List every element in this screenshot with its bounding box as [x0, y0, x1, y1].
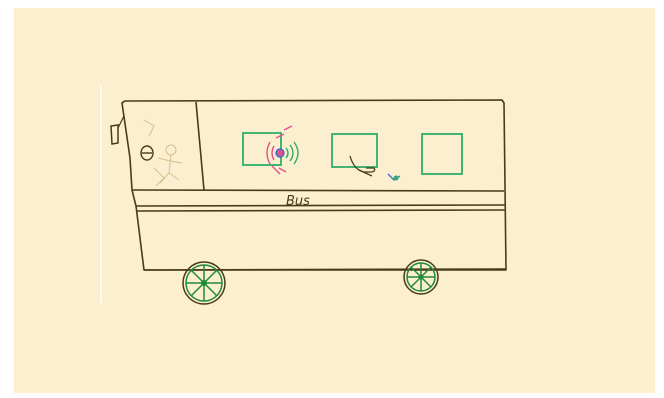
blue-mark-icon	[388, 174, 400, 181]
wheel-front	[183, 262, 225, 304]
bus-drawing: Bus	[14, 8, 655, 393]
paper-background: Bus	[14, 8, 655, 393]
window-1	[243, 133, 281, 165]
mirror-icon	[111, 125, 118, 144]
bus-label: Bus	[286, 194, 310, 209]
window-2	[332, 134, 377, 167]
steering-wheel-icon	[141, 146, 153, 160]
wheel-rear	[404, 260, 438, 294]
bus-outline	[122, 100, 506, 270]
waving-hand-icon	[350, 156, 375, 176]
window-3	[422, 134, 462, 174]
